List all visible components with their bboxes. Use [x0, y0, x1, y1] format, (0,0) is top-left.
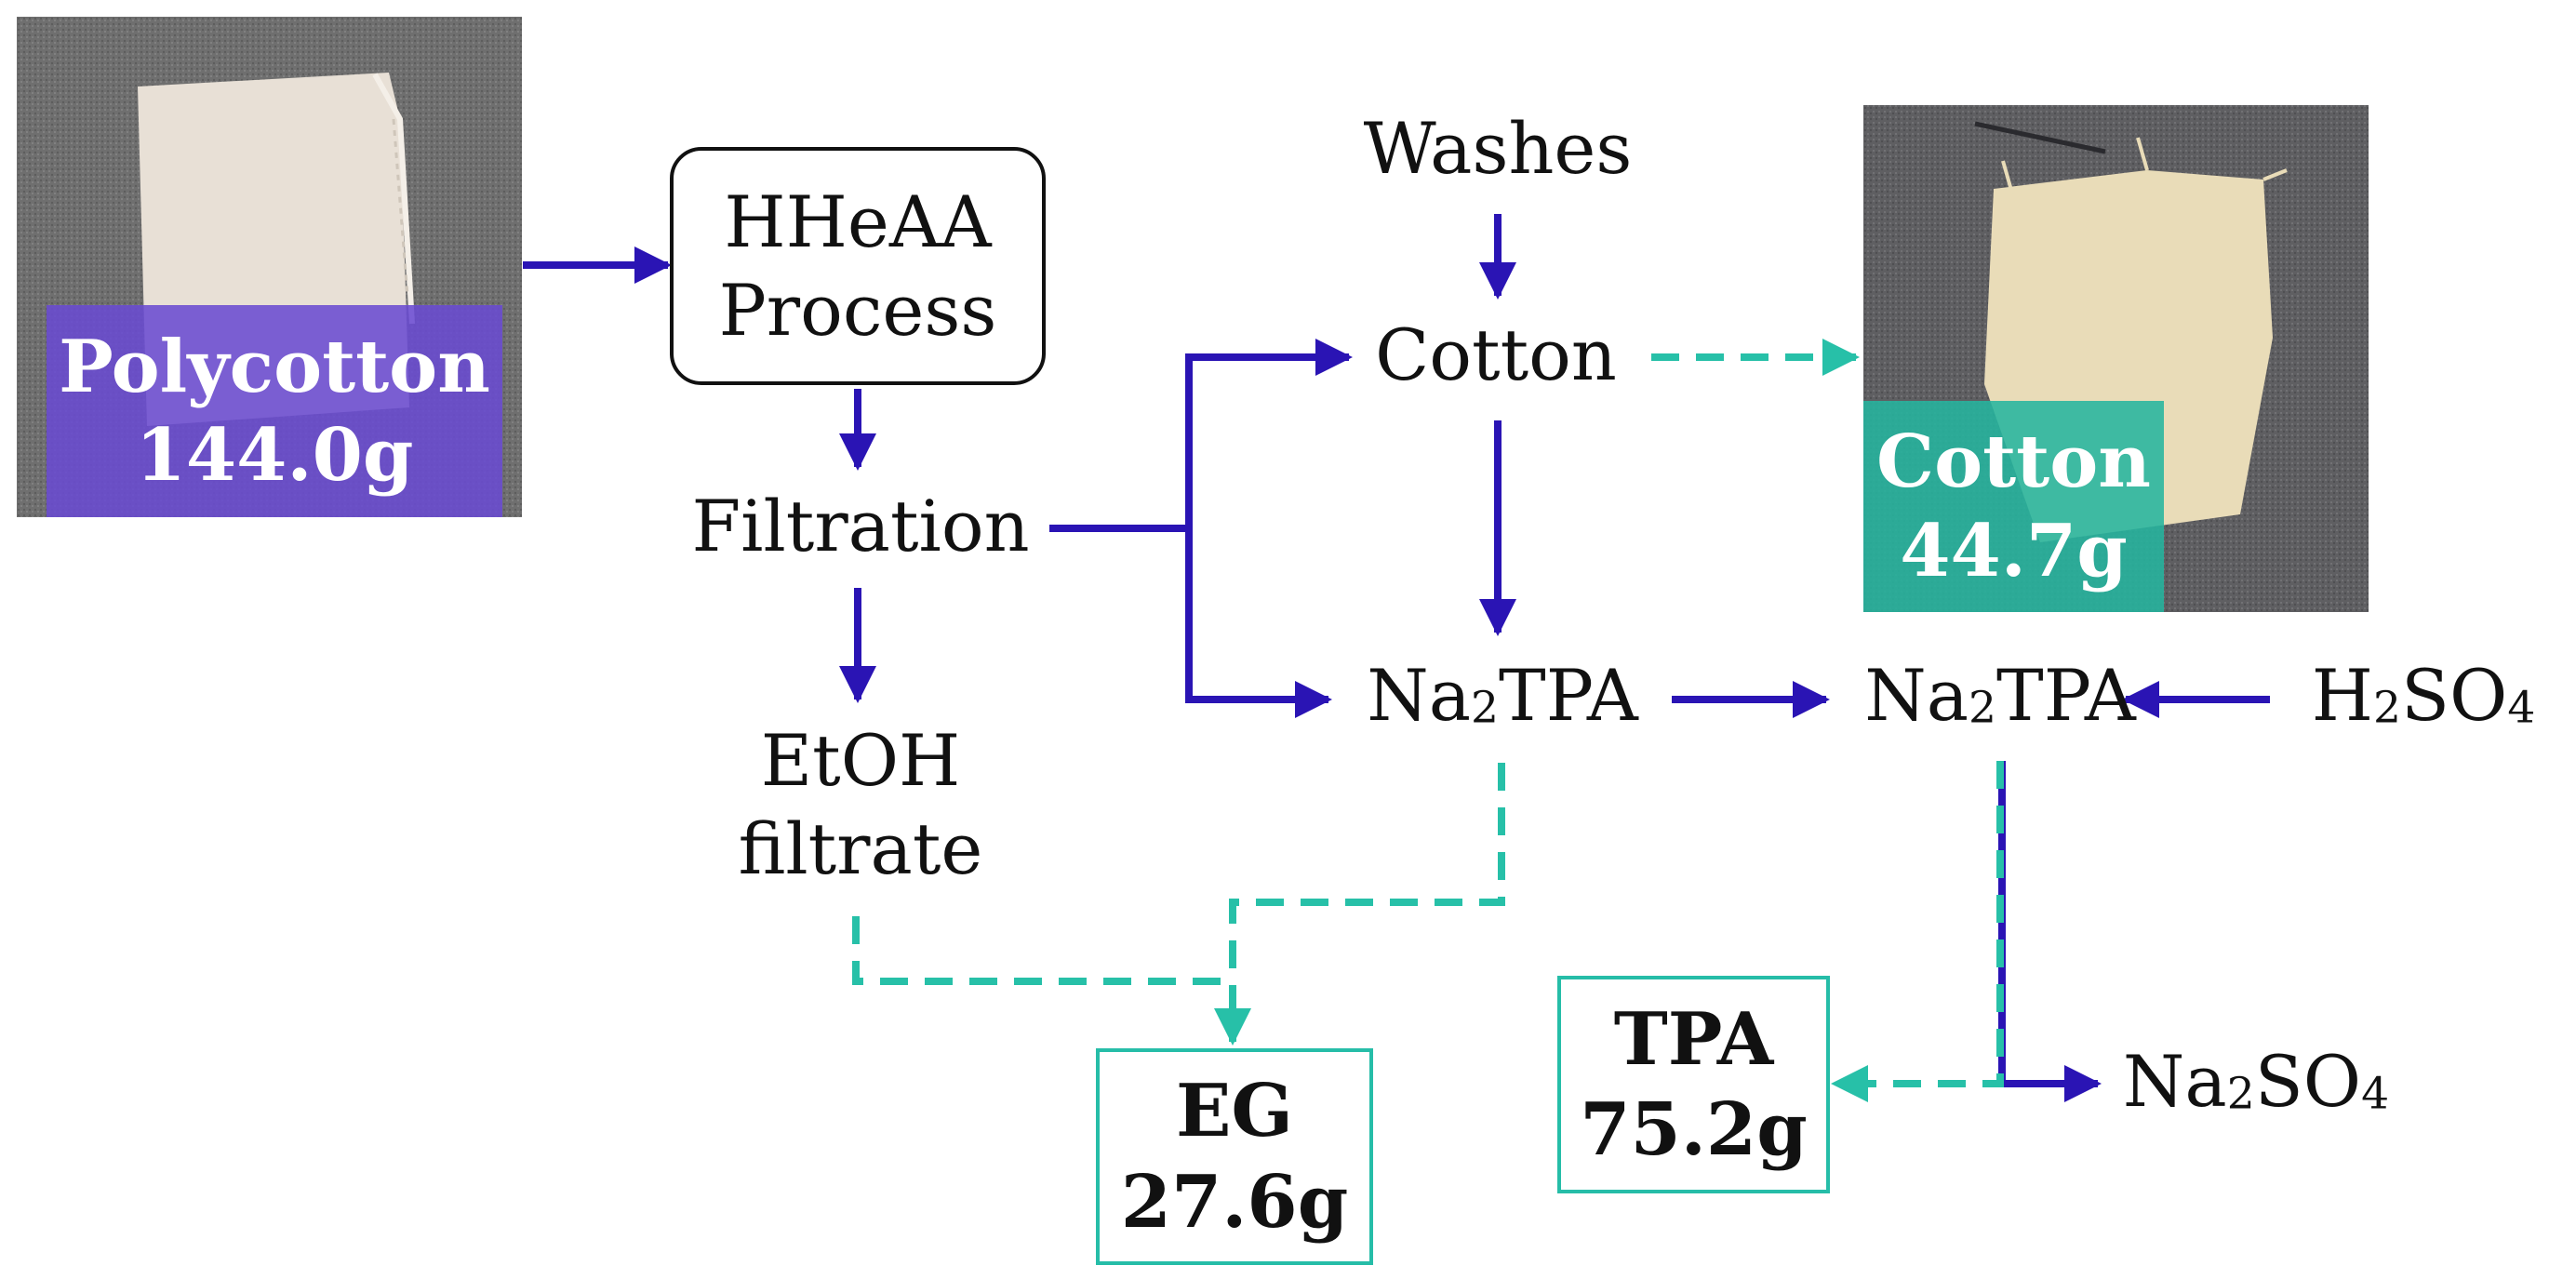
na2so4-subscript-1: 2: [2226, 1068, 2255, 1120]
arrow-to-na2so4: [1998, 761, 2102, 1102]
tpa-product-mass: 75.2g: [1580, 1087, 1808, 1172]
na2tpa-suffix: TPA: [1996, 654, 2136, 737]
cotton-photo: Cotton 44.7g: [1863, 105, 2369, 612]
polycotton-photo: Polycotton 144.0g: [17, 17, 522, 517]
eg-product-mass: 27.6g: [1120, 1159, 1349, 1245]
polycotton-name: Polycotton: [59, 324, 490, 409]
filtration-label: Filtration: [691, 485, 1030, 567]
arrow-etoh-to-eg: [852, 916, 1233, 985]
na2tpa-subscript: 2: [1471, 682, 1500, 734]
eg-product-name: EG: [1175, 1069, 1294, 1153]
arrow-split-to-cotton: [1185, 339, 1353, 530]
tpa-product-box: TPA 75.2g: [1557, 976, 1830, 1193]
na2tpa-subscript: 2: [1969, 682, 1997, 734]
na2so4-node: Na2SO4: [2112, 1037, 2400, 1126]
washes-node: Washes: [1340, 104, 1656, 193]
hheaa-line1: HHeAA: [724, 180, 992, 263]
h2so4-prefix: H: [2311, 654, 2373, 737]
etoh-line2: filtrate: [738, 807, 983, 890]
cotton-label: Cotton: [1375, 313, 1617, 396]
tpa-product-name: TPA: [1613, 996, 1774, 1082]
arrow-na2tpa-to-eg: [1214, 763, 1505, 1046]
arrow-split-to-na2tpa: [1185, 526, 1332, 718]
na2tpa-acidified-node: Na2TPA: [1837, 651, 2163, 739]
hheaa-line2: Process: [718, 269, 997, 352]
na2so4-subscript-2: 4: [2361, 1068, 2390, 1120]
h2so4-subscript-1: 2: [2372, 682, 2401, 734]
na2tpa-prefix: Na: [1864, 654, 1969, 737]
etoh-filtrate-node: EtOH filtrate: [707, 716, 1014, 893]
na2tpa-suffix: TPA: [1499, 654, 1638, 737]
na2tpa-node: Na2TPA: [1340, 651, 1665, 739]
polycotton-mass: 144.0g: [135, 413, 414, 498]
polycotton-label: Polycotton 144.0g: [47, 305, 502, 517]
cotton-product-label: Cotton 44.7g: [1863, 401, 2164, 612]
cotton-product-mass: 44.7g: [1900, 508, 2128, 593]
filtration-node: Filtration: [688, 482, 1033, 570]
h2so4-node: H2SO4: [2279, 651, 2568, 739]
na2so4-prefix: Na: [2122, 1040, 2227, 1123]
cotton-node: Cotton: [1356, 311, 1635, 399]
arrow-na2tpa-to-tpa: [1831, 761, 2004, 1102]
cotton-product-name: Cotton: [1876, 420, 2151, 505]
na2so4-mid: SO: [2254, 1040, 2362, 1123]
etoh-line1: EtOH: [760, 719, 961, 802]
eg-product-box: EG 27.6g: [1096, 1048, 1373, 1265]
washes-label: Washes: [1363, 107, 1633, 190]
hheaa-process-node: HHeAA Process: [670, 147, 1046, 385]
h2so4-mid: SO: [2400, 654, 2508, 737]
h2so4-subscript-2: 4: [2507, 682, 2536, 734]
na2tpa-prefix: Na: [1367, 654, 1472, 737]
